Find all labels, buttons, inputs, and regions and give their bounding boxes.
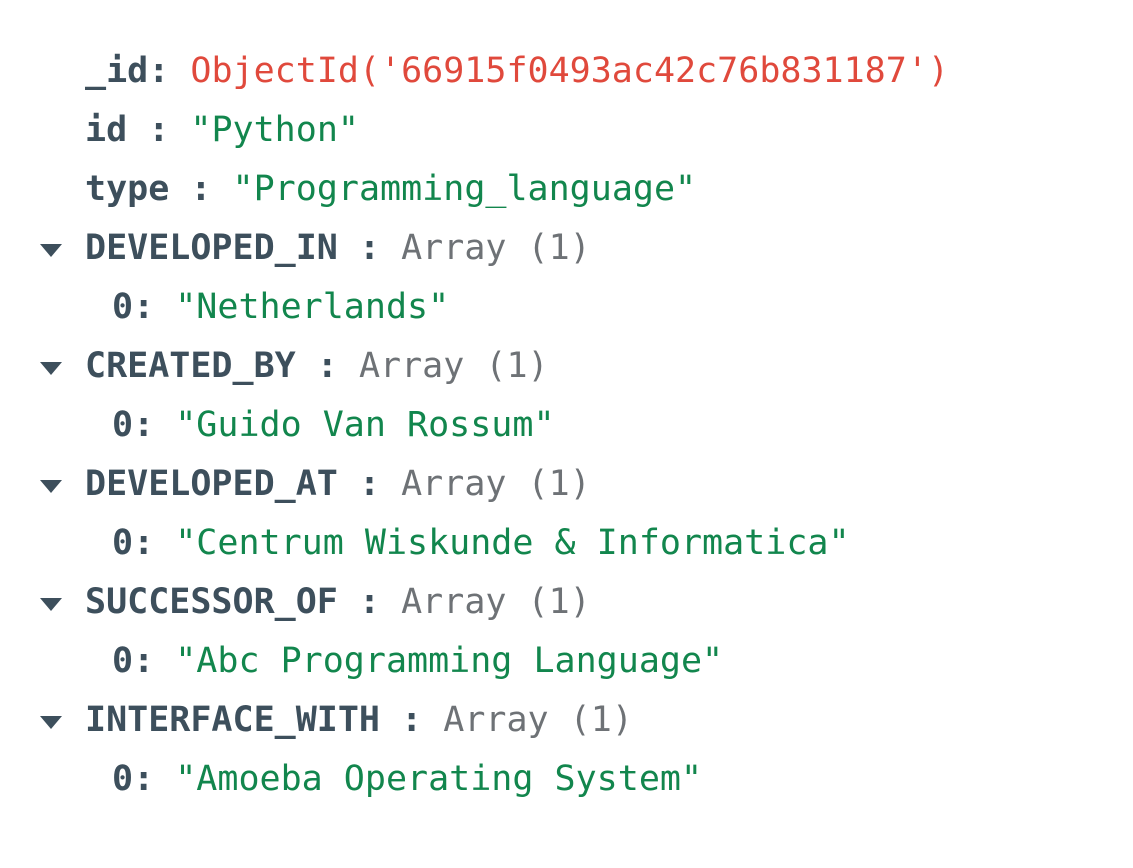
key-value-separator: : <box>133 523 155 563</box>
array-index-label: 0 <box>112 287 134 327</box>
value-gap <box>154 523 175 563</box>
string-value: "Programming_language" <box>232 169 697 209</box>
value-gap <box>154 759 175 799</box>
array-item-row: 0: "Netherlands" <box>0 278 1133 337</box>
key-value-separator: : <box>337 228 381 268</box>
array-field-row[interactable]: INTERFACE_WITH : Array (1) <box>0 691 1133 750</box>
value-gap <box>211 169 232 209</box>
value-gap <box>169 110 190 150</box>
key-value-separator: : <box>133 287 155 327</box>
array-field-row[interactable]: DEVELOPED_AT : Array (1) <box>0 455 1133 514</box>
field-row: _id: ObjectId('66915f0493ac42c76b831187'… <box>0 42 1133 101</box>
key-value-separator: : <box>133 641 155 681</box>
field-key-label: DEVELOPED_AT <box>85 464 338 504</box>
value-gap <box>169 51 190 91</box>
key-value-separator: : <box>337 464 381 504</box>
value-gap <box>154 405 175 445</box>
triangle-down-icon[interactable] <box>40 337 64 396</box>
string-value: "Netherlands" <box>175 287 450 327</box>
field-key-label: DEVELOPED_IN <box>85 228 338 268</box>
array-item-row: 0: "Abc Programming Language" <box>0 632 1133 691</box>
string-value: "Abc Programming Language" <box>175 641 724 681</box>
array-field-row[interactable]: CREATED_BY : Array (1) <box>0 337 1133 396</box>
key-value-separator: : <box>133 759 155 799</box>
value-gap <box>380 464 401 504</box>
array-index-label: 0 <box>112 523 134 563</box>
string-value: "Python" <box>190 110 359 150</box>
array-item-row: 0: "Centrum Wiskunde & Informatica" <box>0 514 1133 573</box>
field-row: type : "Programming_language" <box>0 160 1133 219</box>
array-type-label: Array (1) <box>401 464 591 504</box>
array-item-row: 0: "Guido Van Rossum" <box>0 396 1133 455</box>
key-value-separator: : <box>127 110 170 150</box>
field-key-label: type <box>85 169 170 209</box>
array-index-label: 0 <box>112 641 134 681</box>
key-value-separator: : <box>295 346 338 386</box>
field-key-label: SUCCESSOR_OF <box>85 582 338 622</box>
value-gap <box>380 582 401 622</box>
value-gap <box>380 228 401 268</box>
array-type-label: Array (1) <box>358 346 549 386</box>
value-gap <box>154 287 175 327</box>
value-gap <box>154 641 175 681</box>
objectid-value: ObjectId('66915f0493ac42c76b831187') <box>190 51 949 91</box>
key-value-separator: : <box>133 405 155 445</box>
array-type-label: Array (1) <box>401 228 591 268</box>
key-value-separator: : <box>380 700 423 740</box>
value-gap <box>422 700 443 740</box>
array-field-row[interactable]: DEVELOPED_IN : Array (1) <box>0 219 1133 278</box>
array-index-label: 0 <box>112 405 134 445</box>
field-key-label: CREATED_BY <box>85 346 296 386</box>
triangle-down-icon[interactable] <box>40 455 64 514</box>
array-index-label: 0 <box>112 759 134 799</box>
field-key-label: _id <box>85 51 149 91</box>
triangle-down-icon[interactable] <box>40 219 64 278</box>
triangle-down-icon[interactable] <box>40 573 64 632</box>
array-item-row: 0: "Amoeba Operating System" <box>0 750 1133 809</box>
field-row: id : "Python" <box>0 101 1133 160</box>
value-gap <box>338 346 359 386</box>
key-value-separator: : <box>148 51 170 91</box>
string-value: "Centrum Wiskunde & Informatica" <box>175 523 850 563</box>
array-type-label: Array (1) <box>443 700 633 740</box>
array-type-label: Array (1) <box>401 582 591 622</box>
key-value-separator: : <box>337 582 381 622</box>
triangle-down-icon[interactable] <box>40 691 64 750</box>
string-value: "Amoeba Operating System" <box>175 759 703 799</box>
key-value-separator: : <box>169 169 212 209</box>
string-value: "Guido Van Rossum" <box>175 405 555 445</box>
field-key-label: id <box>85 110 128 150</box>
field-key-label: INTERFACE_WITH <box>85 700 381 740</box>
array-field-row[interactable]: SUCCESSOR_OF : Array (1) <box>0 573 1133 632</box>
